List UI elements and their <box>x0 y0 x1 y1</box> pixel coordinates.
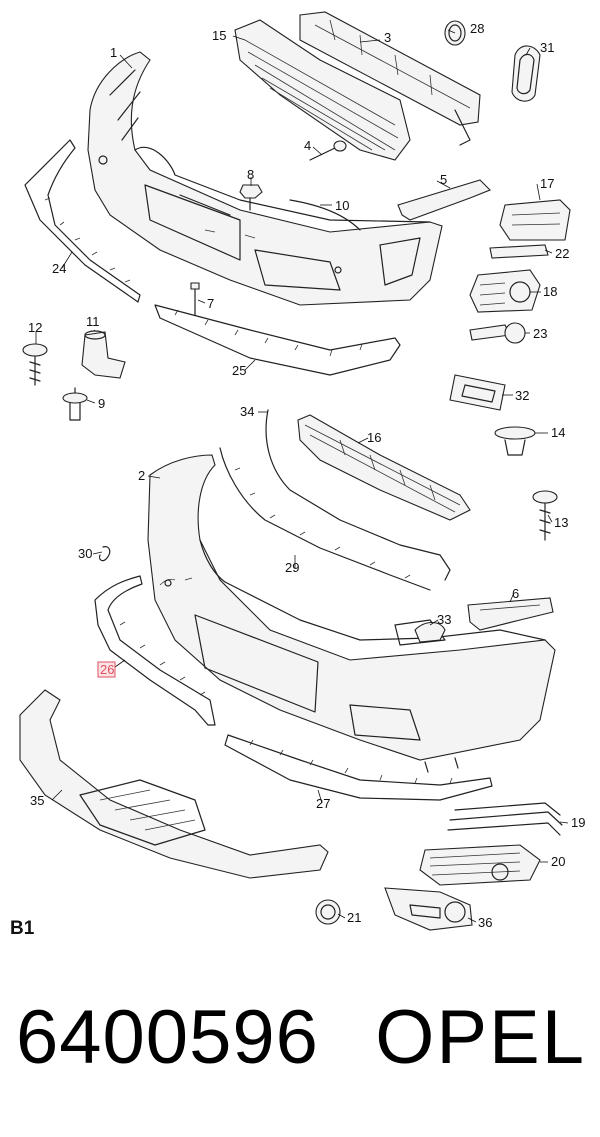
callout-30: 30 <box>78 546 92 561</box>
callout-11: 11 <box>86 314 100 329</box>
pin-4 <box>309 140 347 161</box>
callout-3: 3 <box>384 30 391 45</box>
callout-29: 29 <box>285 560 299 575</box>
brand-name: OPEL <box>375 995 586 1080</box>
callout-16: 16 <box>367 430 381 445</box>
bumper-cover-lower <box>147 454 556 773</box>
callout-4: 4 <box>304 138 311 153</box>
callout-26-highlight <box>97 661 116 678</box>
clip-8 <box>239 184 263 211</box>
callout-34: 34 <box>240 404 254 419</box>
callout-26: 26 <box>100 662 114 677</box>
callout-9: 9 <box>98 396 105 411</box>
ring-21 <box>315 899 341 925</box>
callout-33: 33 <box>437 612 451 627</box>
part-number: 6400596 <box>16 995 319 1080</box>
bumper-bracket <box>299 11 481 146</box>
plate-32 <box>449 374 506 411</box>
screw-13 <box>532 490 558 541</box>
trim-strip-34 <box>265 409 451 581</box>
callout-1: 1 <box>110 45 117 60</box>
section-label: B1 <box>10 918 35 939</box>
oval-grommet-31 <box>511 45 541 102</box>
clip-14 <box>494 426 536 456</box>
round-cap-23 <box>469 322 526 344</box>
lower-grille-16 <box>297 414 471 521</box>
lower-strip-27 <box>224 734 493 801</box>
callout-7: 7 <box>207 296 214 311</box>
callout-23: 23 <box>533 326 547 341</box>
callout-27: 27 <box>316 796 330 811</box>
clip-30 <box>98 546 111 562</box>
grille-insert-20 <box>419 844 541 886</box>
callout-14: 14 <box>551 425 565 440</box>
callout-17: 17 <box>540 176 554 191</box>
holder-11 <box>81 330 126 379</box>
callout-22: 22 <box>555 246 569 261</box>
callout-32: 32 <box>515 388 529 403</box>
trim-strips-19 <box>447 802 563 836</box>
leader-lines <box>35 29 569 923</box>
parts-diagram: 1 2 3 4 5 6 7 8 9 10 11 12 13 14 15 16 1… <box>19 11 585 931</box>
callout-19: 19 <box>571 815 585 830</box>
callout-20: 20 <box>551 854 565 869</box>
callout-5: 5 <box>440 172 447 187</box>
push-clip-9 <box>62 387 88 421</box>
callout-2: 2 <box>138 468 145 483</box>
fog-lamp-18 <box>469 269 541 313</box>
callout-24: 24 <box>52 261 66 276</box>
upper-grille <box>234 19 411 161</box>
screw-12 <box>22 343 48 386</box>
spoiler-strip-24 <box>24 139 141 303</box>
callout-18: 18 <box>543 284 557 299</box>
callout-35: 35 <box>30 793 44 808</box>
callout-21: 21 <box>347 910 361 925</box>
callout-8: 8 <box>247 167 254 182</box>
callout-25: 25 <box>232 363 246 378</box>
trim-strip-10 <box>289 199 361 231</box>
fog-bezel-36 <box>384 887 473 931</box>
bolt-7 <box>190 282 200 316</box>
callout-36: 36 <box>478 915 492 930</box>
callout-28: 28 <box>470 21 484 36</box>
underbody-tray-35 <box>19 689 329 879</box>
tow-cap-33 <box>414 621 446 643</box>
bracket-5 <box>397 179 491 221</box>
trim-29 <box>219 447 431 591</box>
callout-13: 13 <box>554 515 568 530</box>
callout-10: 10 <box>335 198 349 213</box>
callout-6: 6 <box>512 586 519 601</box>
callout-12: 12 <box>28 320 42 335</box>
spoiler-strip-26 <box>94 575 216 726</box>
callout-15: 15 <box>212 28 226 43</box>
fog-lamp-bezel-17 <box>499 199 571 241</box>
callout-31: 31 <box>540 40 554 55</box>
bumper-cover-upper <box>87 51 443 306</box>
callout-labels: 1 2 3 4 5 6 7 8 9 10 11 12 13 14 15 16 1… <box>28 21 585 930</box>
strip-22 <box>489 244 549 259</box>
lower-strip-25 <box>154 304 401 376</box>
bracket-6 <box>467 597 554 631</box>
